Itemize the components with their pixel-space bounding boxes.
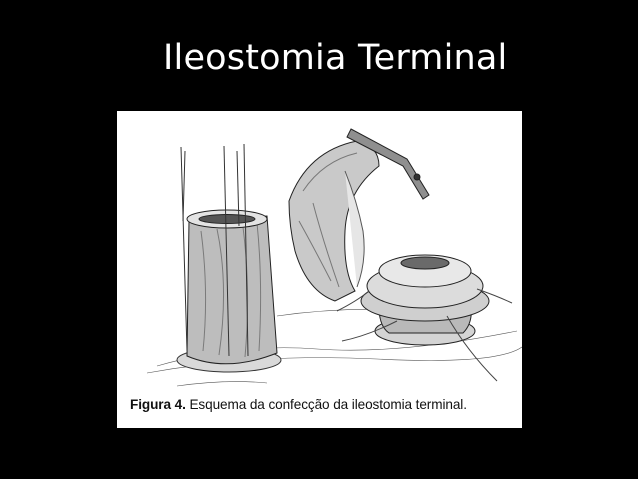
bowel-loop-with-clamp [288, 128, 430, 302]
stoma-with-sutures [176, 143, 282, 373]
figure-caption-label: Figura 4. [130, 397, 186, 412]
figure-caption: Figura 4. Esquema da confecção da ileost… [130, 397, 467, 412]
slide-title: Ileostomia Terminal [163, 38, 508, 78]
ileostomy-illustration [146, 128, 522, 387]
matured-ileostomy [336, 254, 513, 382]
figure-panel: Figura 4. Esquema da confecção da ileost… [117, 111, 522, 428]
figure-caption-text: Esquema da confecção da ileostomia termi… [185, 397, 467, 412]
